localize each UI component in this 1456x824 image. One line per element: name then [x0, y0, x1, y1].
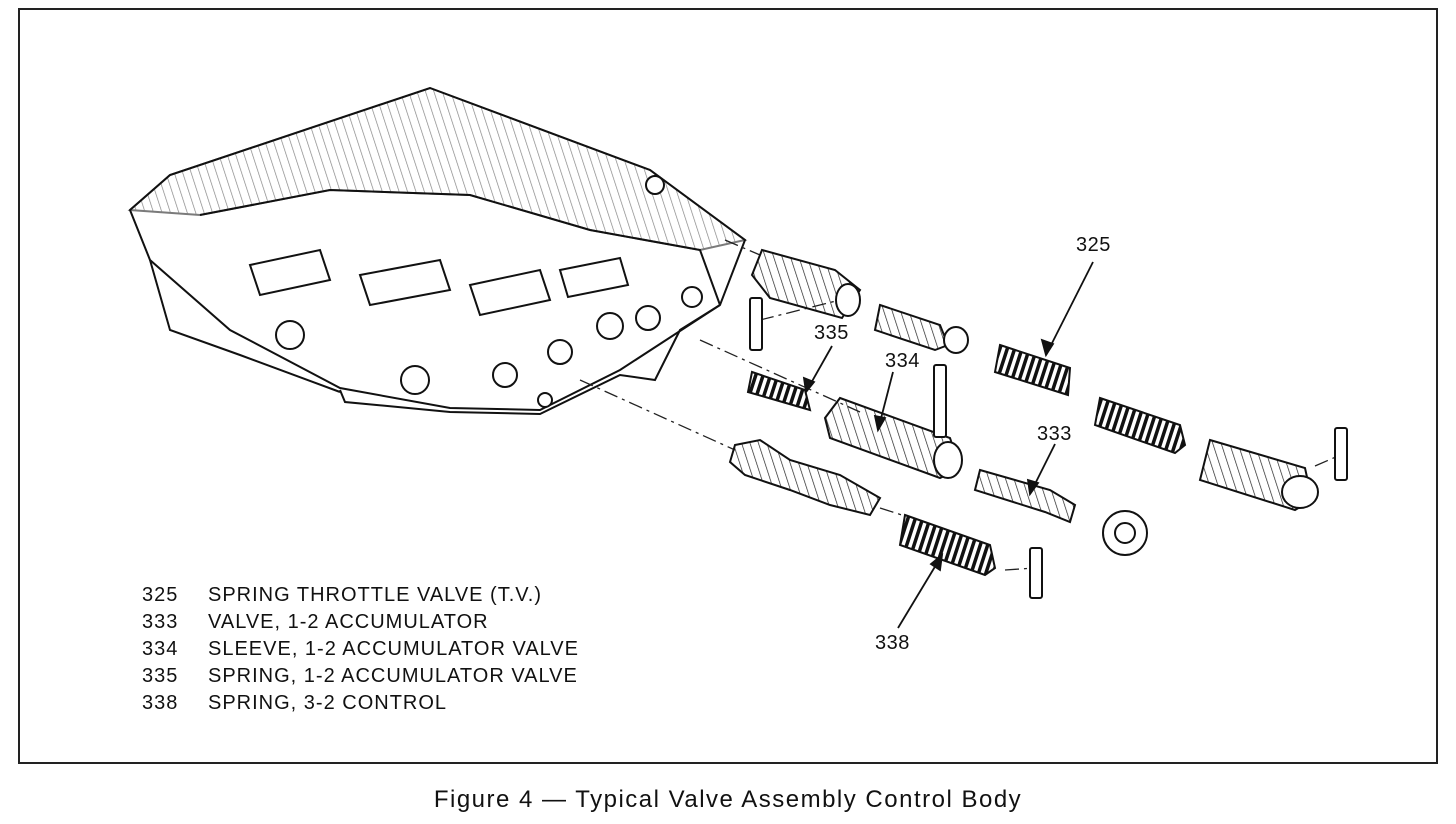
parts-legend: 325 SPRING THROTTLE VALVE (T.V.) 333 VAL…	[142, 584, 579, 719]
callout-338: 338	[875, 632, 910, 654]
legend-label: VALVE, 1-2 ACCUMULATOR	[208, 611, 489, 633]
legend-item: 335 SPRING, 1-2 ACCUMULATOR VALVE	[142, 665, 579, 692]
legend-item: 333 VALVE, 1-2 ACCUMULATOR	[142, 611, 579, 638]
legend-item: 325 SPRING THROTTLE VALVE (T.V.)	[142, 584, 579, 611]
legend-label: SPRING THROTTLE VALVE (T.V.)	[208, 584, 542, 606]
callout-335: 335	[814, 322, 849, 344]
callout-333: 333	[1037, 423, 1072, 445]
legend-number: 333	[142, 611, 179, 633]
legend-number: 334	[142, 638, 179, 660]
legend-item: 338 SPRING, 3-2 CONTROL	[142, 692, 579, 719]
figure-frame	[18, 8, 1438, 764]
bottom-valve-train	[728, 438, 1043, 599]
control-valve-body	[127, 86, 748, 416]
legend-label: SLEEVE, 1-2 ACCUMULATOR VALVE	[208, 638, 579, 660]
legend-item: 334 SLEEVE, 1-2 ACCUMULATOR VALVE	[142, 638, 579, 665]
legend-number: 338	[142, 692, 179, 714]
figure-caption: Figure 4 — Typical Valve Assembly Contro…	[433, 786, 1023, 813]
leader-lines	[802, 261, 1094, 629]
legend-number: 325	[142, 584, 179, 606]
alignment-lines	[579, 239, 1339, 571]
callout-334: 334	[885, 350, 920, 372]
middle-valve-train	[746, 364, 1148, 556]
top-valve-train	[749, 248, 1348, 512]
legend-number: 335	[142, 665, 179, 687]
callout-325: 325	[1076, 234, 1111, 256]
legend-label: SPRING, 1-2 ACCUMULATOR VALVE	[208, 665, 578, 687]
legend-label: SPRING, 3-2 CONTROL	[208, 692, 448, 714]
